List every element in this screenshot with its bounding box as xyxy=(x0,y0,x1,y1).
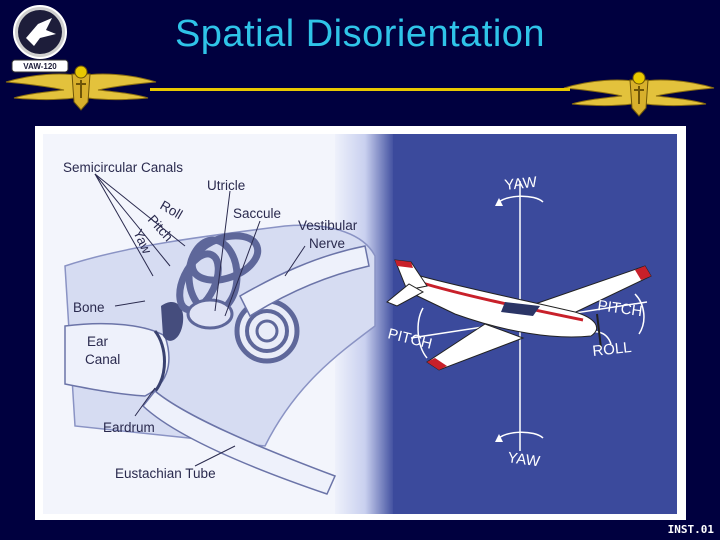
slide-footer-code: INST.01 xyxy=(667,523,714,536)
label-ear-canal-1: Ear xyxy=(87,334,109,349)
ear-canal-shape xyxy=(64,322,170,397)
cochlea-shape xyxy=(234,298,300,364)
squadron-emblem-icon: VAW-120 xyxy=(11,5,69,73)
figure-illustration: Semicircular Canals Utricle Roll Pitch Y… xyxy=(35,126,686,520)
label-vestibular-2: Nerve xyxy=(309,236,345,251)
logo-badge-text: VAW-120 xyxy=(23,62,57,71)
yaw-arrow-bottom-icon xyxy=(495,434,503,442)
label-saccule: Saccule xyxy=(233,206,281,221)
label-utricle: Utricle xyxy=(207,178,245,193)
label-pitch-right: PITCH xyxy=(596,297,643,320)
yaw-arrow-top-icon xyxy=(495,198,503,206)
aircraft-axes-diagram: YAW YAW PITCH PITCH ROLL xyxy=(386,174,652,471)
aviator-wings-icon xyxy=(563,71,715,117)
label-ear-canal-2: Canal xyxy=(85,352,120,367)
leader-eardrum xyxy=(134,387,156,417)
label-eardrum: Eardrum xyxy=(103,420,155,435)
label-yaw-top: YAW xyxy=(504,174,539,194)
leader-utricle xyxy=(214,190,231,312)
leader-eustachian xyxy=(194,445,236,467)
leader-bone xyxy=(114,300,146,307)
eustachian-tube-shape xyxy=(141,389,337,495)
figure-frame: Semicircular Canals Utricle Roll Pitch Y… xyxy=(35,126,686,520)
label-roll-axis: ROLL xyxy=(592,339,633,360)
pitch-arc-right xyxy=(634,293,645,335)
leader-saccule xyxy=(224,220,261,317)
pitch-arc-left xyxy=(417,307,428,359)
ossicles-shape xyxy=(161,301,184,341)
slide-title: Spatial Disorientation xyxy=(174,13,546,55)
label-bone: Bone xyxy=(73,300,105,315)
airplane-icon xyxy=(386,259,652,371)
label-yaw-bottom: YAW xyxy=(506,449,541,470)
aviator-wings-left xyxy=(2,62,160,114)
label-vestibular-1: Vestibular xyxy=(298,218,358,233)
leader-pitch xyxy=(94,173,171,267)
label-eustachian-tube: Eustachian Tube xyxy=(115,466,216,481)
leader-yaw xyxy=(94,173,154,277)
aviator-wings-right xyxy=(560,68,718,118)
aviator-wings-icon xyxy=(5,65,157,111)
eardrum-shape xyxy=(151,330,166,395)
vestibular-nerve-shape xyxy=(239,245,370,318)
inner-ear-diagram: Semicircular Canals Utricle Roll Pitch Y… xyxy=(63,160,376,495)
leader-roll xyxy=(94,173,186,247)
title-underline xyxy=(150,88,570,91)
vestibule-shape xyxy=(186,298,234,330)
semicircular-canal-2 xyxy=(188,232,262,284)
squadron-logo: VAW-120 xyxy=(8,4,72,74)
leader-nerve xyxy=(284,245,306,277)
label-semicircular-canals: Semicircular Canals xyxy=(63,160,183,175)
semicircular-canal-3 xyxy=(176,250,222,314)
